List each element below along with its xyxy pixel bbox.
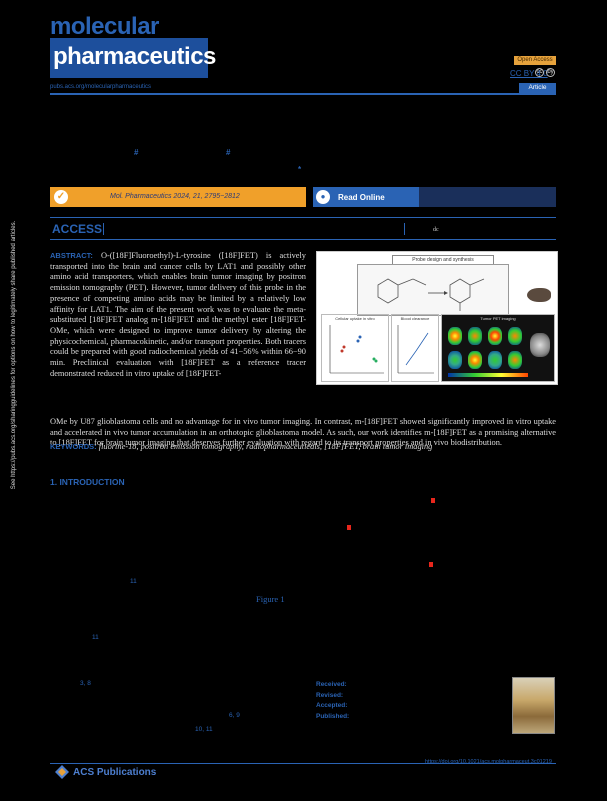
abstract-continuation: OMe by U87 glioblastoma cells and no adv… (50, 417, 556, 448)
pet-scan-image (448, 351, 462, 369)
reference-marker[interactable] (431, 498, 435, 503)
globe-icon: ● (316, 190, 330, 204)
mouse-illustration (527, 288, 551, 302)
citation-ref[interactable]: 10, 11 (195, 726, 213, 733)
figure-link[interactable]: Figure 1 (256, 594, 285, 604)
cc-icon: cc (535, 68, 544, 77)
pet-scan-image (468, 327, 482, 345)
citation-ref[interactable]: 11 (130, 578, 137, 585)
affiliation-mark: # (226, 148, 231, 157)
pet-scan-image (508, 327, 522, 345)
section-heading: 1. INTRODUCTION (50, 477, 125, 487)
reference-marker[interactable] (347, 525, 351, 530)
molecule-structures (377, 278, 485, 311)
article-type-tag: Article (519, 83, 556, 93)
doi-link[interactable]: https://doi.org/10.1021/acs.molpharmaceu… (425, 759, 552, 765)
journal-url[interactable]: pubs.acs.org/molecularpharmaceutics (50, 84, 152, 90)
keywords-label: KEYWORDS: (50, 442, 97, 451)
access-rule-bottom (50, 239, 556, 240)
keywords-line: KEYWORDS: fluorine-18, positron emission… (50, 442, 556, 453)
checkmark-icon: ✓ (54, 190, 68, 204)
logo-line-1: molecular (50, 13, 159, 40)
toc-graphic: Probe design and synthesis Cellular upta… (316, 251, 558, 385)
toc-panel-title: Blood clearance (400, 316, 430, 321)
pet-scan-image (448, 327, 462, 345)
header-rule (50, 93, 556, 95)
toc-panel-pet: Tumor PET imaging (441, 314, 555, 382)
pet-scan-image (488, 351, 502, 369)
mri-image (530, 333, 550, 357)
acs-logo-icon (55, 765, 69, 779)
by-icon: by (546, 68, 555, 77)
reference-marker[interactable] (429, 562, 433, 567)
access-small-mark: dc (433, 227, 439, 233)
uptake-plot (329, 325, 384, 374)
pet-scan-image (468, 351, 482, 369)
abstract-label: ABSTRACT: (50, 251, 93, 260)
keywords-text: fluorine-18, positron emission tomograph… (98, 442, 433, 451)
toc-panel-clearance: Blood clearance (391, 314, 439, 382)
citation-ref[interactable]: 11 (92, 634, 99, 641)
open-access-badge: Open Access (514, 56, 556, 65)
access-divider (404, 223, 405, 235)
affiliation-mark: * (298, 165, 302, 174)
pet-scan-image (508, 351, 522, 369)
dates-block: Received: Revised: Accepted: Published: (316, 680, 349, 722)
toc-panel-uptake: Cellular uptake in vitro (321, 314, 389, 382)
access-label: ACCESS (52, 222, 103, 236)
toc-panel-title: Tumor PET imaging (480, 316, 516, 321)
citation-text: Mol. Pharmaceutics 2024, 21, 2795−2812 (110, 193, 240, 200)
toc-panel-title: Cellular uptake in vitro (335, 316, 375, 321)
published-label: Published: (316, 712, 350, 720)
color-scale-bar (448, 373, 528, 377)
journal-logo: molecular pharmaceutics (50, 13, 216, 80)
access-divider (103, 223, 104, 235)
abstract-column: ABSTRACT: O-([18F]Fluoroethyl)-L-tyrosin… (50, 251, 306, 379)
read-online-label[interactable]: Read Online (338, 193, 385, 202)
received-label: Received: (316, 681, 347, 688)
accepted-label: Accepted: (316, 702, 348, 709)
citation-ref[interactable]: 6, 9 (229, 712, 240, 719)
publisher-name: ACS Publications (73, 767, 157, 778)
revised-label: Revised: (316, 691, 344, 699)
journal-cover-thumbnail[interactable] (512, 677, 555, 734)
affiliation-mark: # (134, 148, 139, 157)
abstract-text: O-([18F]Fluoroethyl)-L-tyrosine ([18F]FE… (50, 251, 306, 378)
clearance-plot (397, 325, 434, 374)
sharing-guidelines-note[interactable]: See https://pubs.acs.org/sharingguidelin… (11, 220, 17, 490)
license-link[interactable]: CC BY 4.0 (510, 69, 548, 78)
read-online-extension (419, 187, 556, 207)
logo-line-2: pharmaceutics (50, 38, 216, 78)
citation-ref[interactable]: 3, 8 (80, 680, 91, 687)
cite-bar[interactable] (50, 187, 306, 207)
access-rule-top (50, 217, 556, 218)
pet-scan-image (488, 327, 502, 345)
footer-rule (50, 763, 556, 764)
read-online-button[interactable] (313, 187, 419, 207)
toc-structures (357, 264, 509, 316)
